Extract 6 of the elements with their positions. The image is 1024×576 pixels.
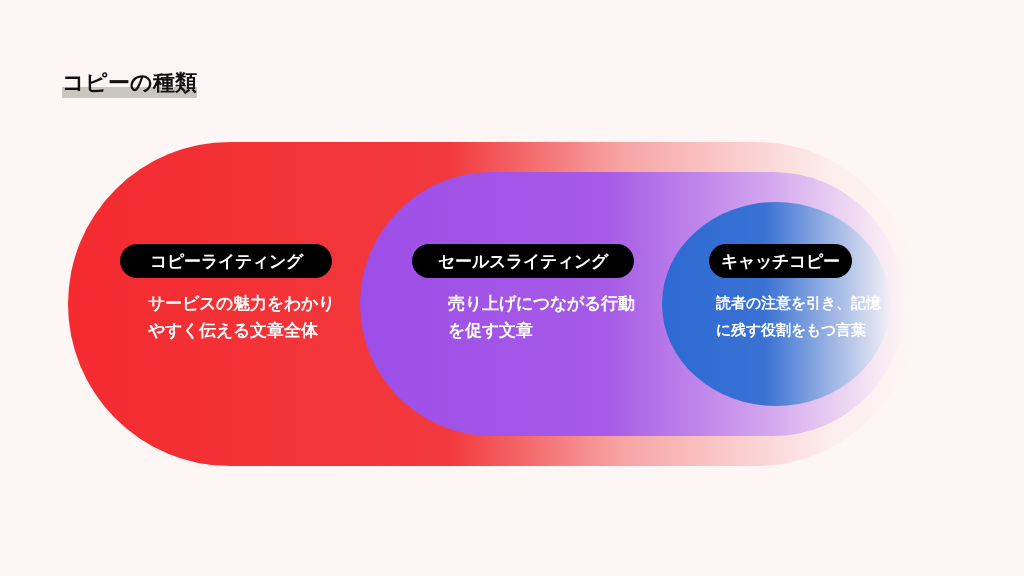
title: コピーの種類 xyxy=(62,68,197,98)
heading-label: コピーライティング xyxy=(120,244,332,278)
description-text: 売り上げにつながる行動を促す文章 xyxy=(448,292,636,342)
heading-label: キャッチコピー xyxy=(709,244,852,278)
heading-label: セールスライティング xyxy=(412,244,634,278)
description-text: サービスの魅力をわかりやすく伝える文章全体 xyxy=(148,292,336,342)
